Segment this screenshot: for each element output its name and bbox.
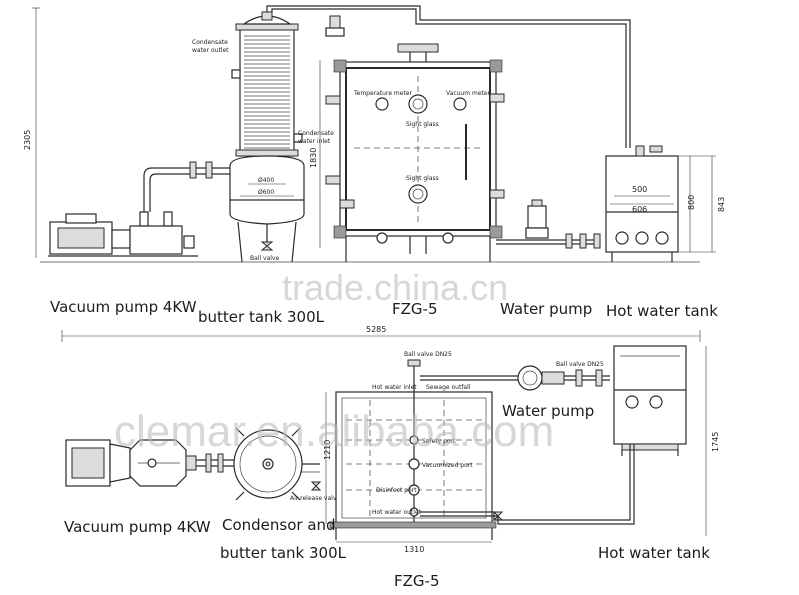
- disinfect-port-label: Disinfect port: [376, 487, 417, 494]
- dim-dia-400: Ø400: [258, 177, 274, 184]
- label-vacuum-pump-bottom: Vacuum pump 4KW: [64, 518, 211, 536]
- water-pump-bottom: [517, 365, 565, 391]
- condensor-tank-bottom: [233, 427, 322, 501]
- dim-2305: 2305: [23, 130, 32, 150]
- condensate-inlet-label-2: water inlet: [298, 138, 331, 145]
- dim-dia-600: Ø600: [258, 189, 274, 196]
- hot-water-inlet-label: Hot water inlet: [372, 384, 417, 391]
- label-water-pump-bottom: Water pump: [502, 402, 594, 420]
- label-hot-water-tank-bottom: Hot water tank: [598, 544, 710, 562]
- hot-water-tank-top: 500 606 800 843: [605, 145, 726, 262]
- dim-606: 606: [632, 205, 647, 214]
- label-fzg-top: FZG-5: [392, 300, 437, 318]
- fzg-dryer-bottom: 1210 1310: [323, 380, 504, 554]
- condenser-column: [231, 11, 303, 157]
- sight-glass-label-2: Sight glass: [406, 175, 439, 182]
- vacuum-pump-bottom: [65, 439, 197, 487]
- fzg-dryer-top: 1830: [309, 43, 505, 262]
- condensate-inlet-label-1: Condensate: [298, 130, 334, 137]
- dim-1310: 1310: [404, 545, 424, 554]
- watermark-bottom: clemar.en.alibaba.com: [114, 407, 554, 456]
- dim-800: 800: [687, 195, 696, 210]
- condensate-outlet-label-1: Condensate: [192, 39, 228, 46]
- hot-water-outlet-label: Hot water outlet: [372, 509, 422, 516]
- dim-500: 500: [632, 185, 647, 194]
- label-condensor-2: butter tank 300L: [220, 544, 347, 562]
- vacuum-meter-label: Vacuum meter: [446, 90, 491, 97]
- temperature-meter-label: Temperature meter: [353, 90, 412, 97]
- ball-valve-label-1: Ball valve DN25: [404, 351, 452, 358]
- dim-5285: 5285: [366, 325, 386, 334]
- sewage-outfall-label: Sewage outfall: [426, 384, 471, 391]
- label-hot-water-tank-top: Hot water tank: [606, 302, 718, 320]
- dim-843: 843: [717, 197, 726, 212]
- water-pump-top: [496, 199, 601, 249]
- dim-1210: 1210: [323, 440, 332, 460]
- vacuum-pump-top: [48, 211, 198, 257]
- label-vacuum-pump-top: Vacuum pump 4KW: [50, 298, 197, 316]
- air-release-valve-label: Air release valve DN25: [290, 495, 359, 502]
- vacuumized-port-label: Vacuumized port: [422, 462, 473, 469]
- dim-1745: 1745: [711, 432, 720, 452]
- bottom-plan-view: 5285 1745: [61, 325, 720, 590]
- ball-valve-label-2: Ball valve DN25: [556, 361, 604, 368]
- label-fzg-bottom: FZG-5: [394, 572, 439, 590]
- hot-water-tank-bottom: [613, 345, 687, 456]
- dim-1830: 1830: [309, 148, 318, 168]
- condensate-outlet-label-2: water outlet: [192, 47, 229, 54]
- label-water-pump-top: Water pump: [500, 300, 592, 318]
- ball-valve-label: Ball valve: [250, 255, 279, 262]
- top-elevation-view: 2305: [23, 5, 726, 326]
- safety-port-label: Safety port: [422, 438, 456, 445]
- watermark-top: trade.china.cn: [282, 267, 508, 308]
- butter-tank-top: Ø400 Ø600 Ball valve: [229, 155, 305, 263]
- label-condensor-1: Condensor and: [222, 516, 336, 534]
- label-butter-tank-top: butter tank 300L: [198, 308, 325, 326]
- sight-glass-label-1: Sight glass: [406, 121, 439, 128]
